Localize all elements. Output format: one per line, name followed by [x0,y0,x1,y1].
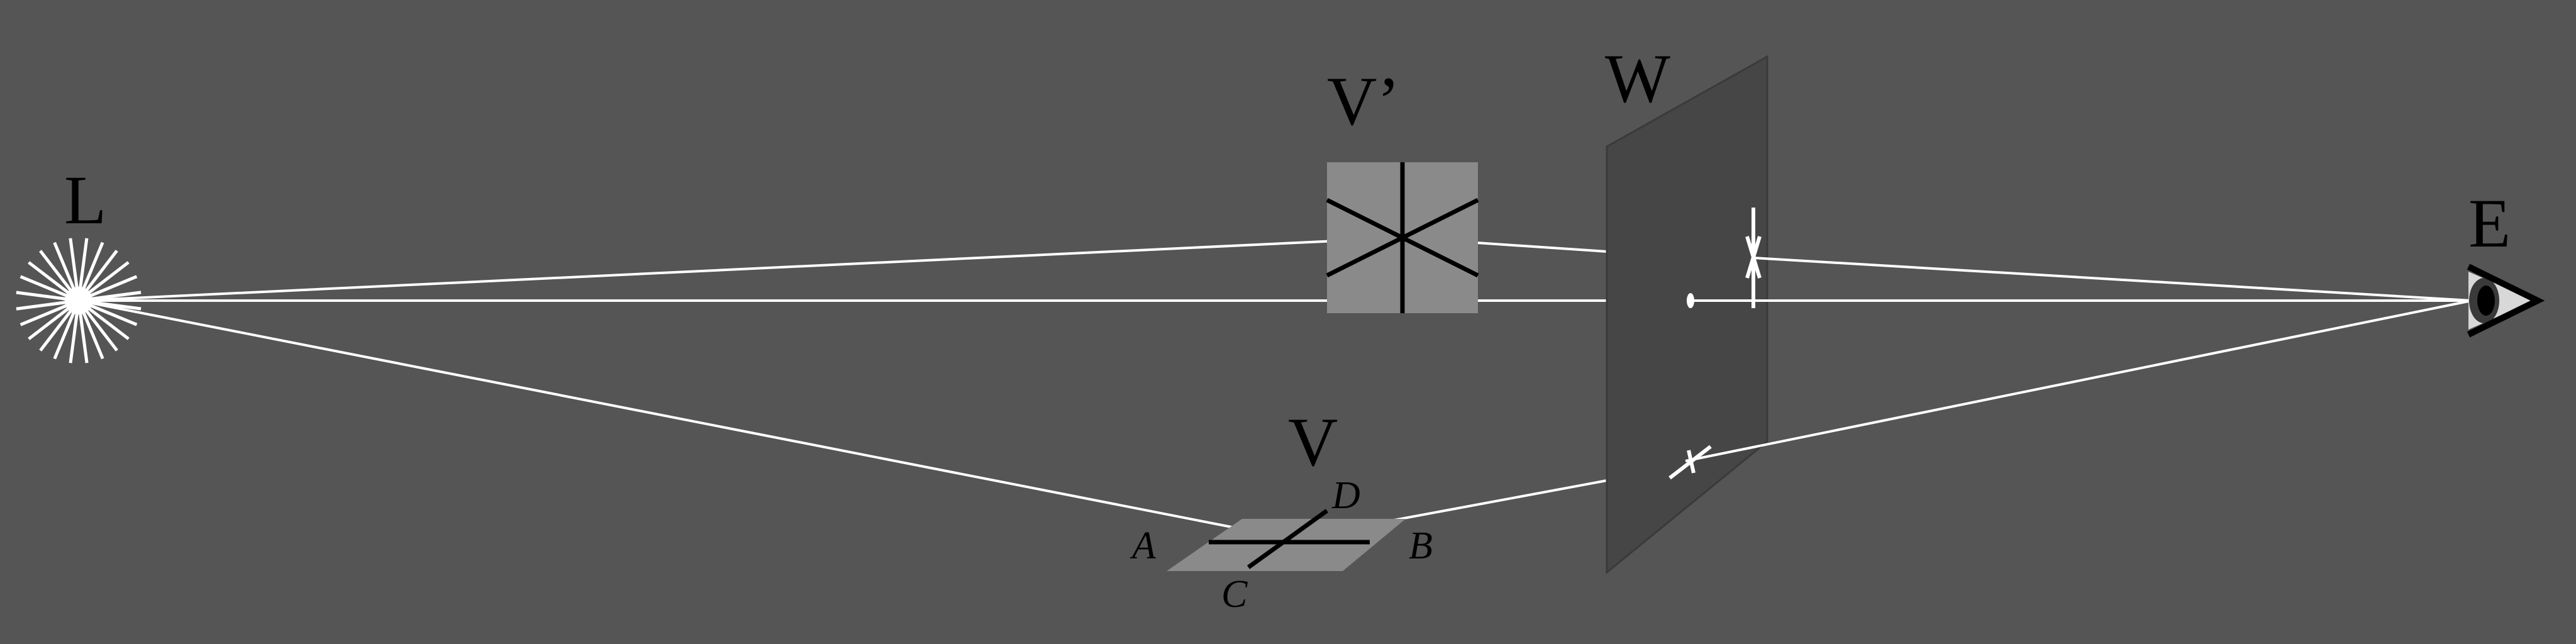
ray-to-real-object [78,299,1293,540]
eye-lids [2467,264,2545,338]
label-corner-c: C [1221,573,1248,616]
starburst-ray [69,309,79,364]
projection-point [1687,293,1694,308]
starburst-ray [87,291,142,301]
label-virtual-object: V’ [1327,63,1400,140]
ray-to-virtual-object [78,236,1403,302]
eye-pupil [2477,286,2495,316]
starburst-ray [87,300,142,311]
starburst-ray [28,261,73,297]
virtual-object-diagonal-2 [1326,197,1479,278]
starburst-ray [86,303,138,326]
starburst-ray [82,250,118,295]
label-corner-b: B [1409,525,1433,567]
starburst-ray [84,304,130,340]
label-light-source: L [64,162,106,238]
real-object-line-cd [1246,509,1329,569]
ray-window-bottom-to-eye [1685,299,2472,462]
window-pane [1606,55,1768,575]
label-corner-a: A [1130,525,1157,567]
starburst-ray [86,275,138,299]
starburst-ray [16,291,70,301]
starburst-ray [16,300,70,311]
projection-upper-mark [1745,208,1762,308]
starburst-ray [53,242,77,294]
starburst-ray [39,250,75,295]
starburst-ray [80,242,104,294]
starburst-icon [16,238,142,364]
label-corner-d: D [1331,474,1360,517]
starburst-ray [53,308,77,360]
starburst-ray [28,304,73,340]
real-object-panel [1167,519,1406,571]
projection-lower-mark [1668,445,1712,480]
label-eye: E [2468,185,2511,262]
starburst-ray [80,308,104,360]
starburst-ray [78,309,89,364]
real-object [1167,509,1406,571]
label-real-object: V [1288,404,1338,480]
window [1606,55,2472,575]
starburst-core [65,287,92,314]
starburst-ray [82,306,118,352]
starburst-ray [78,238,89,292]
starburst-ray [19,303,72,326]
starburst-ray [39,306,75,352]
eye-icon [2467,264,2545,338]
virtual-object [1326,162,1479,313]
starburst-ray [19,275,72,299]
ray-window-top-to-eye [1753,257,2472,302]
label-window: W [1605,40,1670,117]
starburst-ray [69,238,79,292]
starburst-ray [84,261,130,297]
